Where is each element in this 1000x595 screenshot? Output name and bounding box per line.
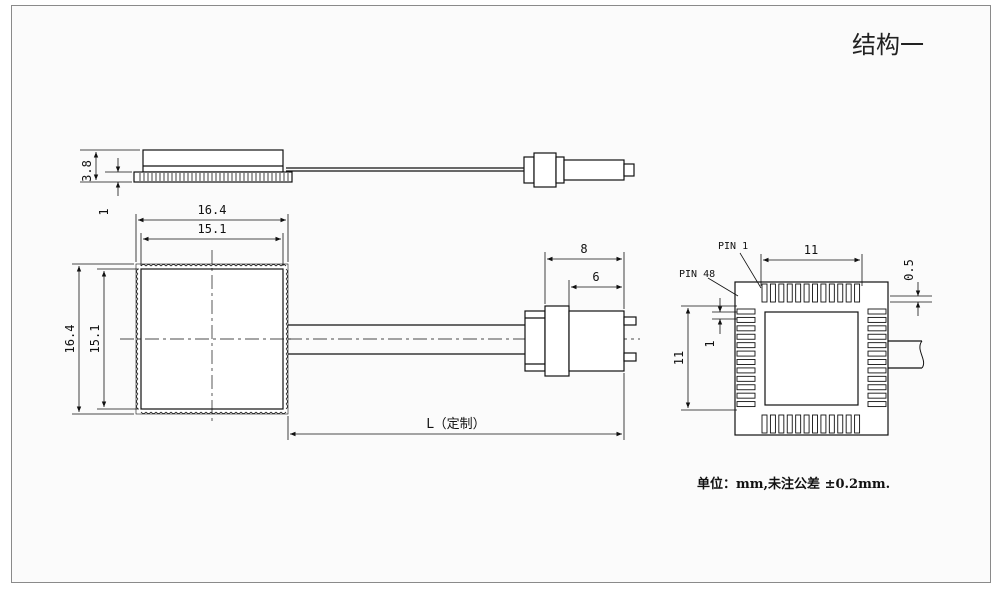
pin-left — [736, 316, 756, 323]
units-tolerance-note: 单位：mm,未注公差 ±0.2mm. — [697, 476, 890, 492]
pin-right — [867, 367, 887, 374]
pin-bottom — [828, 414, 835, 434]
side-height-dim: 3.8 — [80, 160, 94, 182]
pin-bottom — [778, 414, 785, 434]
side-view-ribs — [139, 173, 289, 181]
connector-dim-8: 8 — [580, 242, 587, 256]
connector-dim-6: 6 — [592, 270, 599, 284]
pin-bottom — [820, 414, 827, 434]
pin-top — [761, 283, 768, 303]
pin-top — [786, 283, 793, 303]
pin-left — [736, 325, 756, 332]
pin-width-dim: 1 — [703, 340, 717, 347]
pin-right — [867, 401, 887, 408]
pin-bottom — [769, 414, 776, 434]
pin-left — [736, 375, 756, 382]
pin-left — [736, 333, 756, 340]
pin-bottom — [803, 414, 810, 434]
pin-right — [867, 375, 887, 382]
pin-top — [828, 283, 835, 303]
pin-left — [736, 308, 756, 315]
pin-right — [867, 350, 887, 357]
top-view-edge-ribs — [136, 264, 288, 414]
pin-bottom — [795, 414, 802, 434]
side-view-base — [133, 171, 293, 183]
side-base-dim: 1 — [97, 208, 111, 215]
length-label: L（定制） — [426, 417, 485, 432]
pin-top — [778, 283, 785, 303]
edge-scallops — [136, 264, 288, 414]
pin-left — [736, 392, 756, 399]
side-view-connector — [533, 152, 557, 188]
pin-bottom — [786, 414, 793, 434]
top-view-connector — [524, 310, 546, 372]
top-width-inner-dim: 15.1 — [198, 222, 227, 236]
pin-top — [845, 283, 852, 303]
pin-top — [854, 283, 861, 303]
pin-right — [867, 333, 887, 340]
pin1-label: PIN 1 — [718, 241, 748, 252]
pin-left — [736, 367, 756, 374]
pin-right — [867, 308, 887, 315]
pin-view-center-window — [764, 311, 859, 406]
pin-top — [820, 283, 827, 303]
side-view — [80, 149, 635, 196]
pin-right — [867, 392, 887, 399]
pin-top — [769, 283, 776, 303]
pin-top — [837, 283, 844, 303]
pin-top — [812, 283, 818, 303]
pin-bottom — [854, 414, 861, 434]
top-width-outer-dim: 16.4 — [198, 203, 227, 217]
pin-bottom — [837, 414, 844, 434]
pin-top-span-dim: 11 — [804, 243, 818, 257]
pin-right — [867, 359, 887, 365]
pin-bottom — [812, 414, 818, 434]
top-height-outer-dim: 16.4 — [63, 325, 77, 354]
side-view-body — [142, 149, 284, 173]
pin-side-span-dim: 11 — [672, 351, 686, 365]
pin-left — [736, 384, 756, 391]
pin-bottom — [845, 414, 852, 434]
top-view — [72, 214, 640, 440]
pin-left — [736, 342, 756, 349]
pin-right — [867, 325, 887, 332]
pin-array — [736, 283, 887, 434]
pin-left — [736, 359, 756, 365]
pin-top — [795, 283, 802, 303]
pin-right — [867, 384, 887, 391]
pin-view — [681, 252, 932, 436]
pin-right — [867, 342, 887, 349]
pin-right — [867, 316, 887, 323]
top-height-inner-dim: 15.1 — [88, 325, 102, 354]
pin-gap-dim: 0.5 — [902, 259, 916, 281]
pin-top — [803, 283, 810, 303]
pin48-label: PIN 48 — [679, 269, 715, 280]
pin-left — [736, 350, 756, 357]
pin-bottom — [761, 414, 768, 434]
pin-left — [736, 401, 756, 408]
drawing-title: 结构一 — [852, 31, 924, 59]
